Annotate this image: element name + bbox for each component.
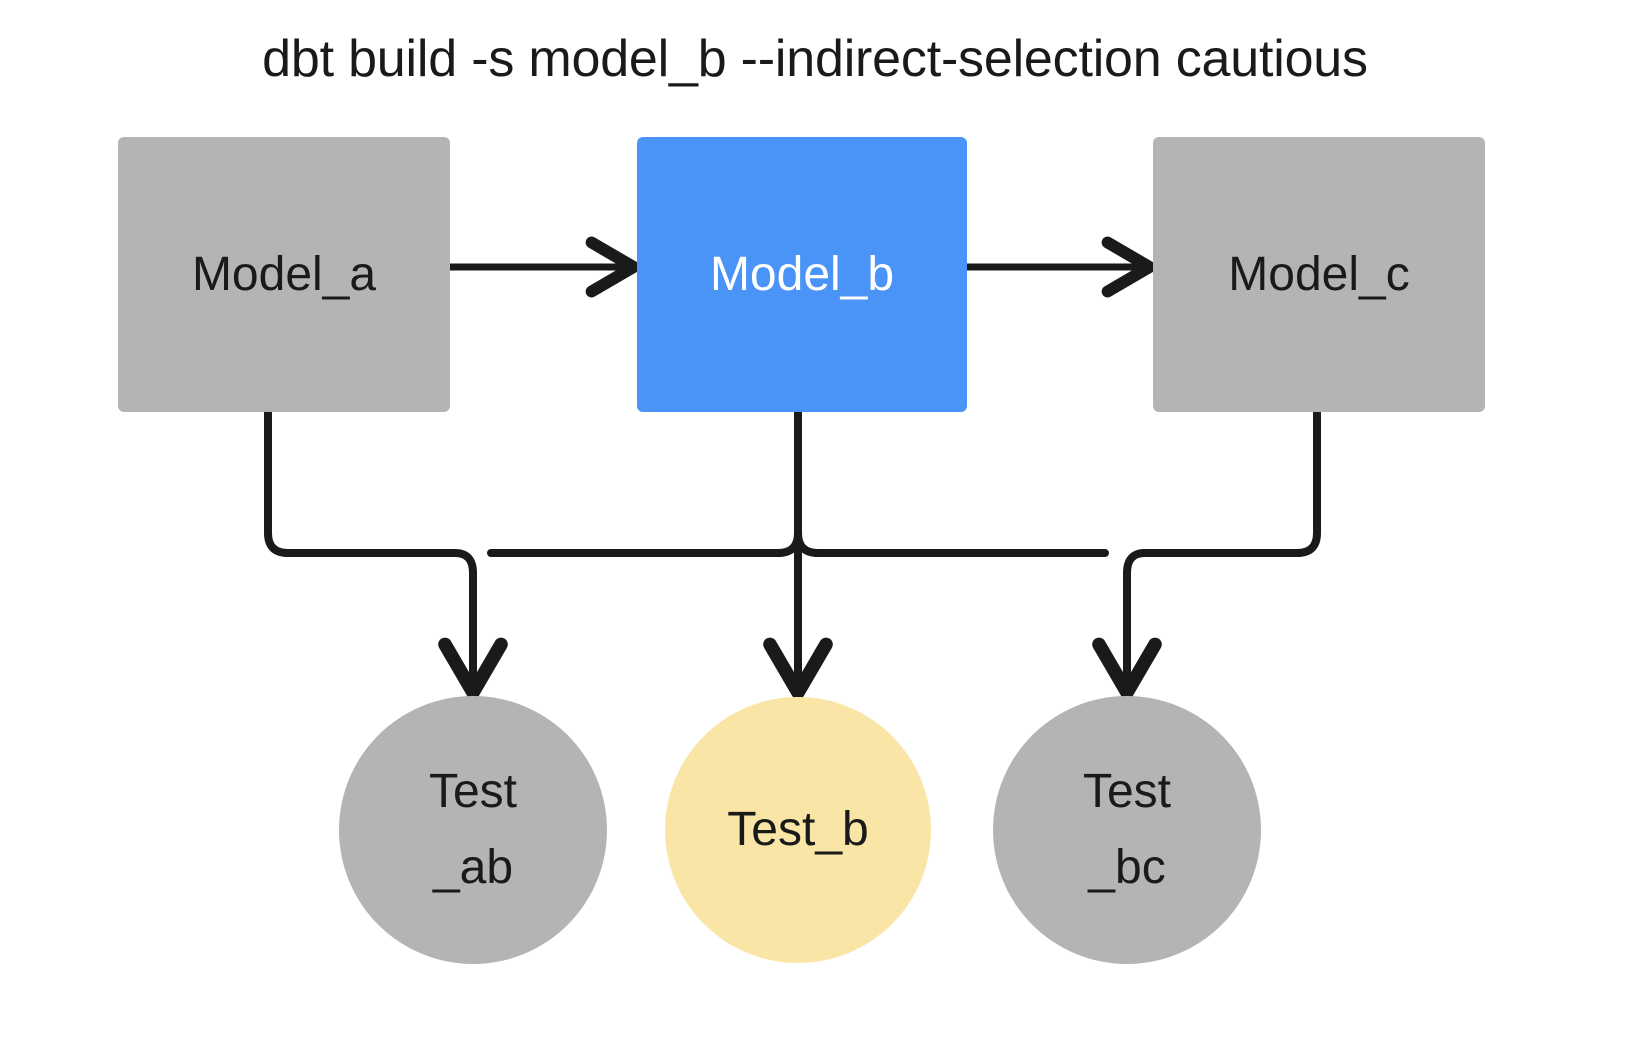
node-test-ab-label-line-1: Test <box>428 765 518 818</box>
node-test-bc-label-line-2: _bc <box>1088 841 1166 894</box>
node-test-bc-label-line-1: Test <box>1082 765 1172 818</box>
edge-model-c-to-test-bc <box>1141 408 1321 557</box>
edge-model-b-to-test-bc <box>794 408 1109 557</box>
edge-junction-to-test-ab <box>438 549 508 700</box>
edge-model-b-to-test-ab <box>487 408 802 557</box>
node-model-b[interactable]: Model_b <box>637 137 967 412</box>
node-model-b-label: Model_b <box>709 247 895 301</box>
node-test-ab[interactable]: Test _ab <box>339 696 607 964</box>
node-test-ab-label-line-2: _ab <box>432 841 514 894</box>
diagram-title: dbt build -s model_b --indirect-selectio… <box>262 30 1368 88</box>
node-model-c[interactable]: Model_c <box>1153 137 1485 412</box>
node-test-b-label-line-1: Test_b <box>727 803 869 856</box>
node-test-bc[interactable]: Test _bc <box>993 696 1261 964</box>
edge-junction-to-test-bc <box>1092 549 1162 700</box>
node-model-c-label: Model_c <box>1228 247 1410 301</box>
node-model-a-label: Model_a <box>191 247 377 301</box>
node-model-a[interactable]: Model_a <box>118 137 450 412</box>
edge-model-a-to-test-ab <box>264 408 459 557</box>
node-test-b[interactable]: Test_b <box>665 697 931 963</box>
